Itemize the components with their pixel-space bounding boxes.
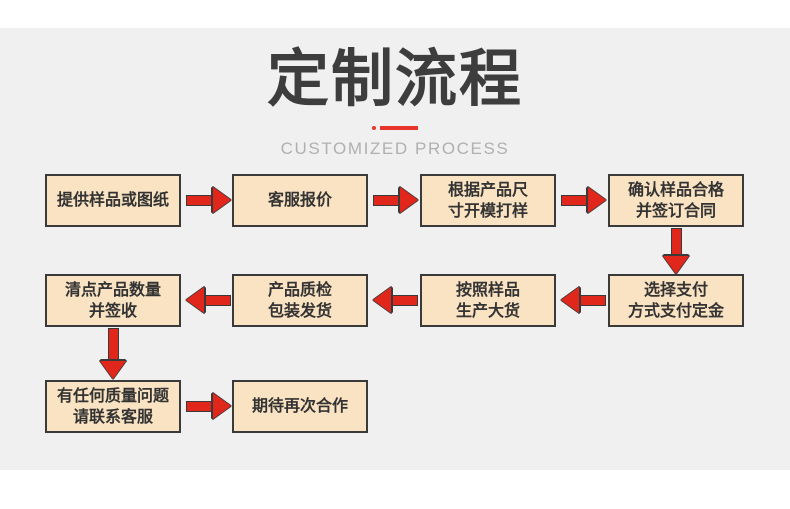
flow-node-1[interactable]: 提供样品或图纸 — [45, 174, 181, 227]
arrow-head-right-icon — [588, 187, 606, 213]
flow-node-2[interactable]: 客服报价 — [232, 174, 368, 227]
arrow-shaft — [186, 400, 213, 412]
flow-connector-6 — [373, 287, 418, 313]
arrow-head-right-icon — [400, 187, 418, 213]
arrow-head-down-icon — [663, 256, 689, 274]
flow-node-7[interactable]: 产品质检 包装发货 — [232, 274, 368, 327]
divider-bar-icon — [380, 126, 418, 130]
page-subtitle: CUSTOMIZED PROCESS — [280, 139, 510, 158]
flow-connector-4 — [661, 228, 691, 274]
arrow-head-right-icon — [213, 187, 231, 213]
flow-connector-5 — [561, 287, 606, 313]
flow-node-3[interactable]: 根据产品尺 寸开模打样 — [420, 174, 556, 227]
flow-node-6[interactable]: 按照样品 生产大货 — [420, 274, 556, 327]
arrow-head-right-icon — [213, 393, 231, 419]
flow-node-10[interactable]: 期待再次合作 — [232, 380, 368, 433]
arrow-head-down-icon — [100, 361, 126, 379]
flow-connector-1 — [186, 187, 231, 213]
flow-node-4[interactable]: 确认样品合格 并签订合同 — [608, 174, 744, 227]
arrow-head-left-icon — [186, 287, 204, 313]
arrow-head-left-icon — [373, 287, 391, 313]
arrow-shaft — [391, 294, 418, 306]
flow-connector-2 — [373, 187, 418, 213]
title-divider — [0, 124, 790, 132]
flow-node-8[interactable]: 清点产品数量 并签收 — [45, 274, 181, 327]
arrow-head-left-icon — [561, 287, 579, 313]
flow-node-5[interactable]: 选择支付 方式支付定金 — [608, 274, 744, 327]
arrow-shaft — [107, 328, 119, 361]
divider-dot-icon — [372, 126, 376, 130]
flow-node-9[interactable]: 有任何质量问题 请联系客服 — [45, 380, 181, 433]
arrow-shaft — [186, 194, 213, 206]
arrow-shaft — [373, 194, 400, 206]
flow-connector-8 — [98, 328, 128, 379]
arrow-shaft — [670, 228, 682, 256]
flow-connector-3 — [561, 187, 606, 213]
arrow-shaft — [561, 194, 588, 206]
arrow-shaft — [204, 294, 231, 306]
arrow-shaft — [579, 294, 606, 306]
flow-connector-7 — [186, 287, 231, 313]
flow-connector-9 — [186, 393, 231, 419]
page-title: 定制流程 — [266, 45, 523, 114]
